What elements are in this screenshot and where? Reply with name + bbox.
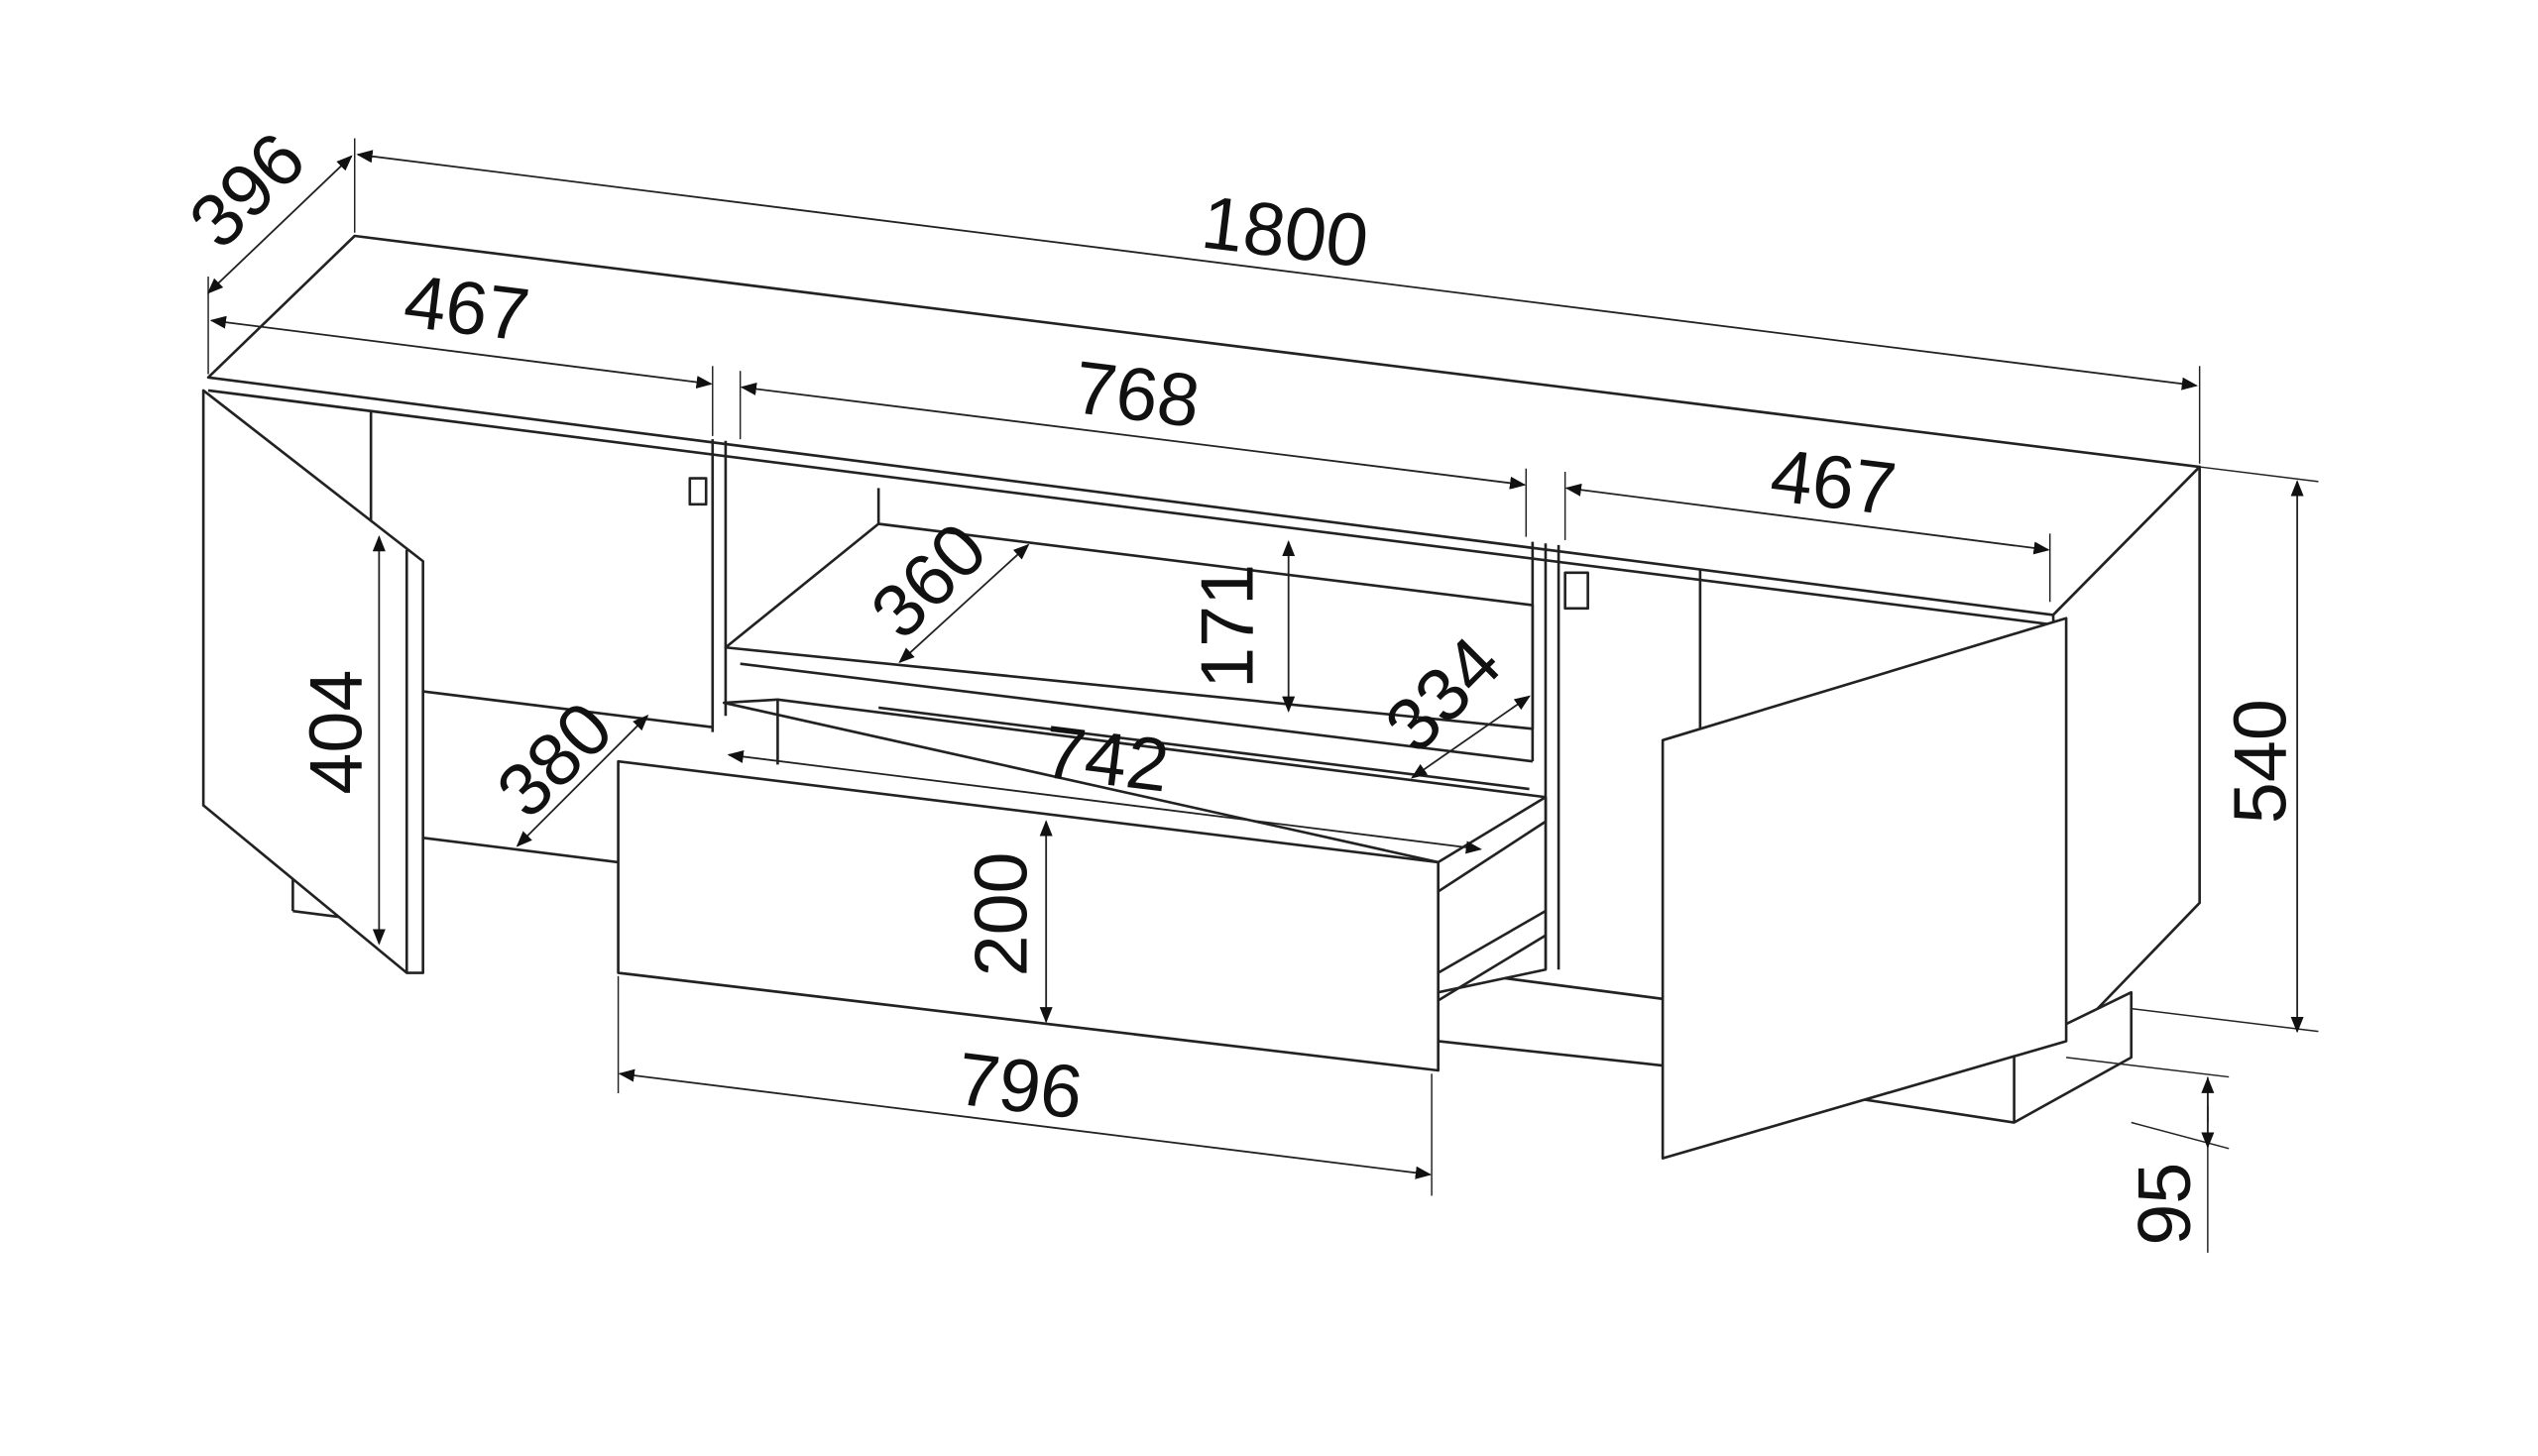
- label-total-width: 1800: [1198, 180, 1373, 283]
- dimension-labels: 396 1800 467 768 467 360 171 334 742 380…: [173, 116, 2302, 1245]
- label-drawer-height: 200: [959, 851, 1042, 976]
- label-door-height: 404: [293, 670, 377, 795]
- label-right-width: 467: [1767, 433, 1901, 531]
- dim-line-right-width: [1564, 483, 2050, 555]
- label-shelf-height: 171: [1186, 564, 1269, 689]
- label-center-width: 768: [1070, 345, 1204, 443]
- label-drawer-front-width: 796: [953, 1037, 1087, 1135]
- label-total-height: 540: [2219, 699, 2302, 824]
- label-left-width: 467: [400, 259, 533, 357]
- right-door: [1661, 616, 2068, 1160]
- label-side-depth: 380: [481, 686, 628, 833]
- dim-line-side-depth: [516, 715, 649, 847]
- dimension-lines: [206, 150, 2304, 1253]
- dim-line-center-width: [740, 382, 1527, 490]
- dim-line-drawer-front-width: [618, 1068, 1433, 1179]
- dim-line-left-width: [209, 315, 713, 389]
- label-drawer-width: 742: [1039, 710, 1173, 808]
- label-leg-height: 95: [2123, 1163, 2206, 1246]
- dim-line-total-width: [356, 150, 2198, 391]
- label-depth: 396: [173, 116, 320, 263]
- left-door: [201, 389, 424, 974]
- dim-line-depth: [206, 155, 353, 294]
- dim-line-shelf-depth: [898, 543, 1030, 664]
- extension-lines: [207, 138, 2319, 1196]
- dim-line-drawer-width: [727, 749, 1482, 854]
